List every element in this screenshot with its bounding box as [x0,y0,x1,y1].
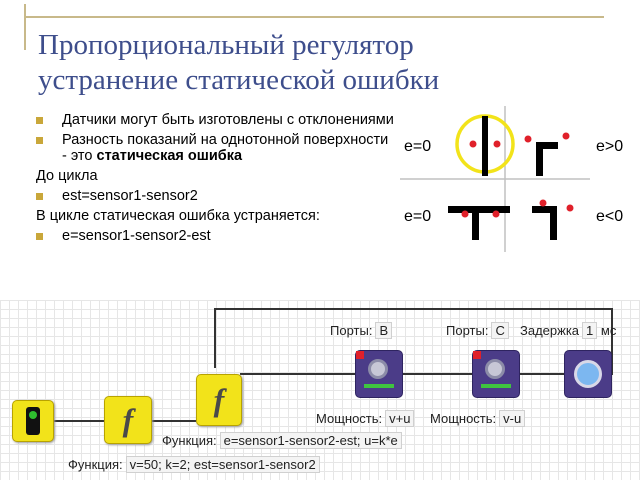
bullet-list: Датчики могут быть изготовлены с отклоне… [36,112,396,248]
wire [402,373,472,375]
list-item: В цикле статическая ошибка устраняется: [36,208,396,224]
motor2-port-value[interactable]: C [491,322,509,339]
motor-block-c[interactable] [472,350,520,398]
list-item: est=sensor1-sensor2 [36,188,396,204]
motor1-power-label: Мощность:v+u [316,410,415,427]
bullet-text: e=sensor1-sensor2-est [62,228,211,244]
bullet-bold-text: статическая ошибка [96,148,243,164]
gear-icon [485,359,505,379]
motor1-ports-label: Порты:B [330,322,393,339]
plain-text: До цикла [36,168,98,184]
list-item: До цикла [36,168,396,184]
label-e-zero-bottom: e=0 [404,208,432,225]
sensor-diagram-graphic [400,106,590,252]
delay-unit: мс [600,323,617,338]
loop-wire [214,308,613,310]
marker-icon [356,351,364,359]
stopwatch-icon [574,360,602,388]
gear-icon [368,359,388,379]
bullet-square-icon [36,233,43,240]
title-line-1: Пропорциональный регулятор [38,29,414,61]
slide-title: Пропорциональный регулятор устранение ст… [38,28,439,98]
loop-wire [611,308,613,375]
motor1-power-value[interactable]: v+u [385,410,415,427]
wire [518,373,564,375]
list-item: Разность показаний на однотонной поверхн… [36,132,396,164]
function1-value[interactable]: v=50; k=2; est=sensor1-sensor2 [125,456,320,473]
title-decoration-line-vertical [24,4,26,50]
motor-block-b[interactable] [355,350,403,398]
bullet-text: Датчики могут быть изготовлены с отклоне… [62,112,394,128]
marker-icon [473,351,481,359]
label-e-zero-top: e=0 [404,138,432,155]
bullet-square-icon [36,117,43,124]
function-block-2[interactable]: f [196,374,242,426]
label-e-positive: e>0 [596,138,624,155]
start-block[interactable] [12,400,54,442]
delay-value[interactable]: 1 [582,322,598,339]
plain-text: В цикле статическая ошибка устраняется: [36,208,320,224]
motor1-port-value[interactable]: B [375,322,393,339]
wire [52,420,104,422]
function1-label: Функция:v=50; k=2; est=sensor1-sensor2 [68,456,320,473]
bullet-text: Разность показаний на однотонной поверхн… [62,132,389,164]
function-block-1[interactable]: f [104,396,152,444]
label-e-negative: e<0 [596,208,624,225]
wire [152,420,196,422]
motor2-power-value[interactable]: v-u [499,410,526,427]
bullet-square-icon [36,193,43,200]
arrow-right-icon [481,384,511,388]
function2-label: Функция:e=sensor1-sensor2-est; u=k*e [162,432,402,449]
sensor-line-diagram: e=0 e>0 e=0 e<0 [400,104,640,254]
function2-value[interactable]: e=sensor1-sensor2-est; u=k*e [219,432,402,449]
motor2-power-label: Мощность:v-u [430,410,526,427]
arrow-right-icon [364,384,394,388]
motor2-ports-label: Порты:C [446,322,509,339]
title-line-2: устранение статической ошибки [38,64,440,96]
list-item: e=sensor1-sensor2-est [36,228,396,244]
delay-block[interactable] [564,350,612,398]
traffic-light-icon [26,407,40,435]
wire [240,373,355,375]
function-f-icon: f [213,381,225,418]
title-decoration-line [24,16,604,18]
bullet-text: est=sensor1-sensor2 [62,188,198,204]
loop-wire [214,308,216,368]
function-f-icon: f [122,401,134,438]
list-item: Датчики могут быть изготовлены с отклоне… [36,112,396,128]
bullet-square-icon [36,137,43,144]
